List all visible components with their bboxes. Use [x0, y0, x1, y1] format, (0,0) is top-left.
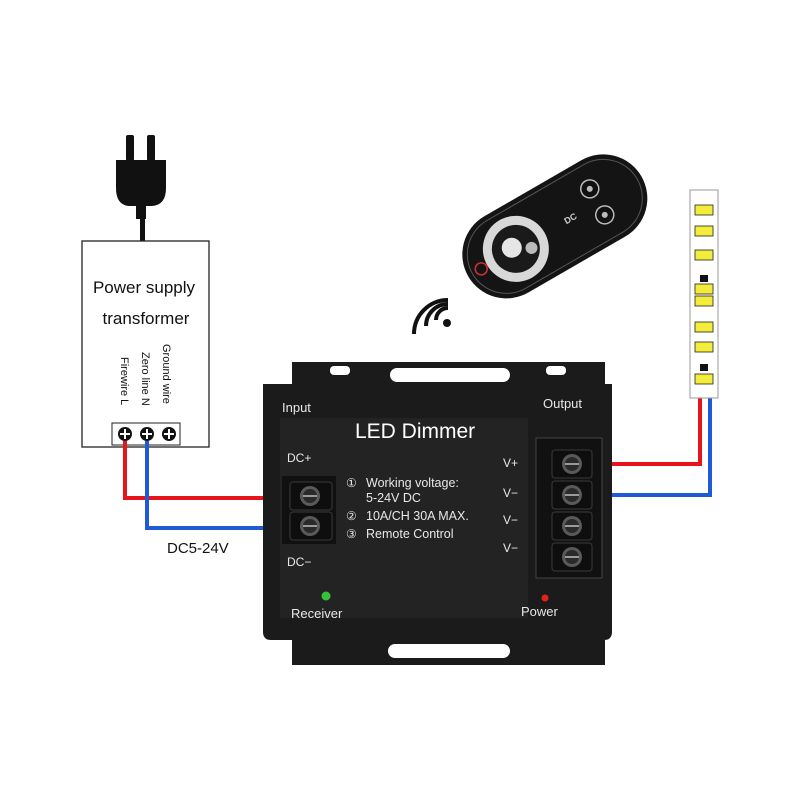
led-dimmer-controller: Input Output LED Dimmer DC+ DC− ① Workin…: [263, 362, 612, 665]
dc-plus-label: DC+: [287, 451, 311, 465]
touch-remote-icon: DC: [462, 154, 648, 299]
output-label: Output: [543, 396, 582, 411]
terminal-label-neutral: Zero line N: [139, 352, 151, 406]
power-plug-icon: [116, 135, 166, 242]
led-chip: [694, 283, 714, 295]
resistor: [700, 275, 708, 282]
led-chip: [694, 295, 714, 307]
terminal-screw-neutral: [140, 427, 154, 441]
power-led: [541, 594, 549, 602]
output-screw-4: [551, 542, 593, 572]
led-chip: [694, 249, 714, 261]
spec-marker-2: ②: [346, 509, 357, 523]
input-screw-positive: [289, 481, 333, 511]
terminal-screw-live: [118, 427, 132, 441]
led-chip: [694, 204, 714, 216]
spec-marker-3: ③: [346, 527, 357, 541]
live-wire-input: [123, 441, 302, 500]
output-pin-label-4: V−: [503, 541, 518, 555]
led-chip: [694, 341, 714, 353]
power-label: Power: [521, 604, 559, 619]
led-chip: [694, 225, 714, 237]
spec-marker-1: ①: [346, 476, 357, 490]
live-wire-output: [572, 392, 702, 466]
output-screw-2: [551, 480, 593, 510]
spec-remote-control: Remote Control: [366, 527, 454, 541]
output-screw-3: [551, 511, 593, 541]
receiver-led: [321, 591, 331, 601]
spec-working-voltage: Working voltage:: [366, 476, 459, 490]
power-supply-transformer: Power supply transformer Firewire L Zero…: [81, 240, 210, 448]
spec-voltage-range: 5-24V DC: [366, 491, 421, 505]
supply-voltage-label: DC5-24V: [167, 540, 229, 557]
terminal-label-ground: Ground wire: [160, 344, 172, 404]
input-label: Input: [282, 400, 311, 415]
output-pin-label-2: V−: [503, 486, 518, 500]
dimmer-title: LED Dimmer: [355, 420, 475, 443]
neutral-wire-input: [145, 441, 302, 530]
input-screw-negative: [289, 511, 333, 541]
receiver-label: Receiver: [291, 606, 343, 621]
power-supply-title-2: transformer: [103, 309, 190, 328]
led-strip-icon: [689, 189, 719, 399]
led-chip: [694, 373, 714, 385]
dc-minus-label: DC−: [287, 555, 311, 569]
led-chip: [694, 321, 714, 333]
neutral-wire-output: [572, 392, 712, 497]
output-pin-label-1: V+: [503, 456, 518, 470]
output-pin-label-3: V−: [503, 513, 518, 527]
power-supply-title-1: Power supply: [93, 278, 196, 297]
wireless-signal-icon: [412, 298, 451, 335]
resistor: [700, 364, 708, 371]
terminal-screw-ground: [162, 427, 176, 441]
spec-current: 10A/CH 30A MAX.: [366, 509, 469, 523]
output-screw-1: [551, 449, 593, 479]
remote-power-button: [474, 262, 488, 276]
terminal-label-live: Firewire L: [118, 357, 130, 405]
